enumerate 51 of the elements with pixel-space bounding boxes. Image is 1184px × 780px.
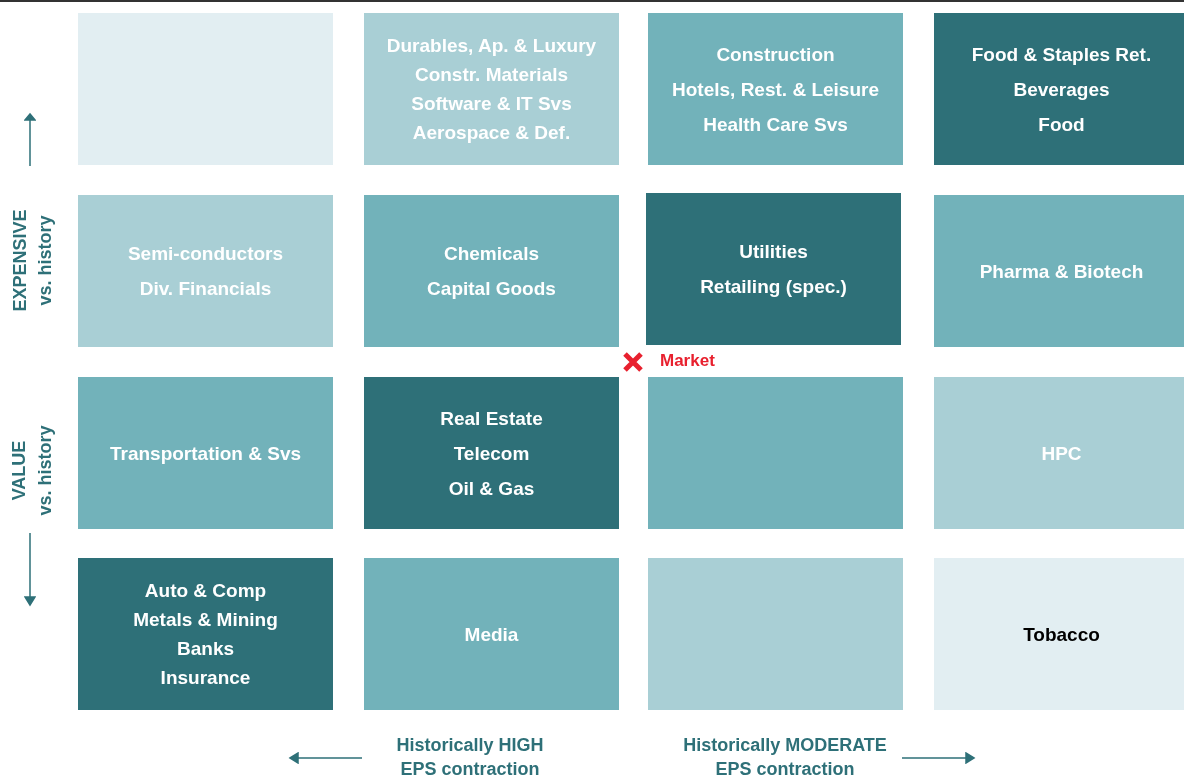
sector-name: Insurance [160, 666, 251, 690]
sector-name: Telecom [453, 441, 530, 466]
sector-name: Beverages [1013, 77, 1110, 102]
sector-name: Auto & Comp [144, 579, 267, 603]
sector-name: Metals & Mining [133, 608, 278, 632]
sector-name: Transportation & Svs [109, 441, 302, 466]
sector-name: Aerospace & Def. [412, 121, 571, 145]
sector-tile [934, 377, 1184, 529]
sector-name: Health Care Svs [703, 112, 848, 137]
axis-label: EXPENSIVE [9, 209, 31, 311]
sector-tile [364, 13, 619, 165]
sector-name: Capital Goods [427, 277, 556, 301]
sector-name: Durables, Ap. & Luxury [386, 34, 597, 58]
axis-label: Historically MODERATE EPS contraction [682, 734, 888, 780]
sector-name: Banks [177, 637, 234, 661]
sector-name: Software & IT Svs [411, 92, 572, 116]
sector-name: Food & Staples Ret. [971, 42, 1152, 67]
sector-name: Constr. Materials [414, 63, 569, 87]
sector-name: Media [464, 622, 519, 647]
axis-label: vs. history [34, 425, 56, 515]
sector-tile [78, 13, 333, 165]
marker-label: Market [660, 351, 715, 371]
sector-tile [648, 558, 903, 710]
sector-name: Chemicals [443, 242, 539, 266]
sector-tile [364, 558, 619, 710]
axis-label: vs. history [34, 215, 56, 305]
sector-name: Pharma & Biotech [979, 259, 1144, 284]
sector-tile [364, 195, 619, 347]
sector-name: Food [1038, 112, 1085, 137]
sector-tile [78, 195, 333, 347]
axis-label: VALUE [9, 440, 31, 500]
sector-name: Hotels, Rest. & Leisure [672, 77, 879, 102]
sector-tile [78, 377, 333, 529]
sector-name: Real Estate [440, 406, 543, 431]
sector-name: Div. Financials [139, 277, 272, 301]
sector-tile [934, 195, 1184, 347]
sector-name: Construction [716, 42, 835, 67]
sector-name: Semi-conductors [127, 242, 284, 266]
sector-tile [364, 377, 619, 529]
sector-name: Tobacco [1023, 622, 1100, 647]
sector-name: Oil & Gas [448, 476, 535, 501]
sector-tile [648, 13, 903, 165]
sector-tile [648, 377, 903, 529]
sector-tile [78, 558, 333, 710]
sector-tile [646, 193, 901, 345]
sector-tile [934, 13, 1184, 165]
axis-label: Historically HIGH EPS contraction [395, 734, 545, 780]
sector-name: Utilities [739, 240, 808, 264]
sector-name: HPC [1041, 441, 1082, 466]
sector-tile [934, 558, 1184, 710]
sector-name: Retailing (spec.) [700, 275, 847, 299]
